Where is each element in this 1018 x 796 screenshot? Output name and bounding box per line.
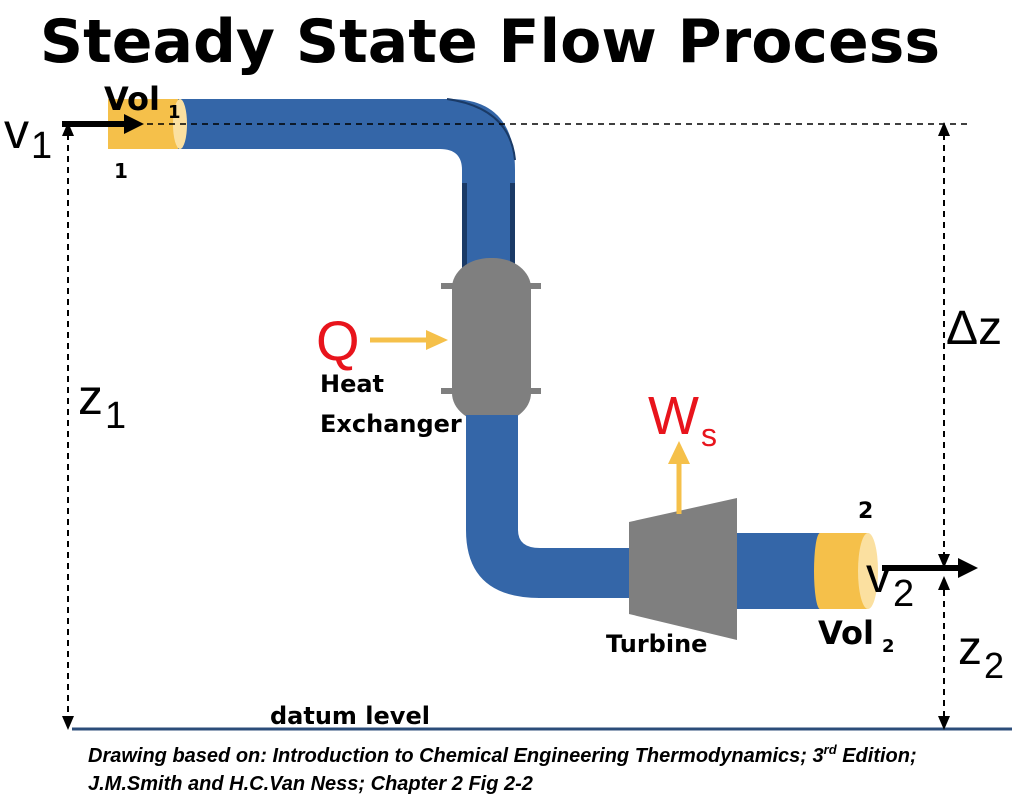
pipe-top-elbow <box>440 99 515 183</box>
heat-symbol: Q <box>316 309 360 372</box>
heat-exchanger <box>441 258 541 423</box>
z2-label: z2 <box>958 622 1004 686</box>
turbine-label: Turbine <box>606 630 707 658</box>
source-caption-line1: Drawing based on: Introduction to Chemic… <box>88 742 917 767</box>
heat-exchanger-label-line1: Heat <box>320 370 384 398</box>
station-2-label: 2 <box>858 499 873 524</box>
z2-dimension-arrow <box>938 576 950 730</box>
heat-input-arrow <box>370 330 448 350</box>
outlet-velocity-arrow <box>882 558 978 578</box>
v1-label: v1 <box>4 103 52 167</box>
shaft-work-symbol: Ws <box>648 386 717 453</box>
station-1-label: 1 <box>114 159 128 183</box>
fluid-volume-outlet <box>814 533 878 609</box>
delta-z-label: Δz <box>946 302 1002 355</box>
pipe-vertical-upper <box>462 183 515 273</box>
v2-label: v2 <box>866 547 914 615</box>
pipe-vertical-lower <box>466 415 518 517</box>
turbine <box>629 498 737 640</box>
source-caption-line2: J.M.Smith and H.C.Van Ness; Chapter 2 Fi… <box>88 773 533 795</box>
inlet-velocity-arrow <box>62 114 144 134</box>
pipe-outlet-horizontal <box>737 533 827 609</box>
diagram-title: Steady State Flow Process <box>40 7 940 77</box>
pipe-bottom-elbow <box>466 517 540 598</box>
heat-exchanger-label-line2: Exchanger <box>320 410 462 438</box>
z1-dimension-arrow <box>62 122 74 730</box>
pipe-to-turbine <box>538 548 634 598</box>
delta-z-dimension-arrow <box>938 122 950 568</box>
shaft-work-arrow <box>668 441 690 514</box>
z1-label: z1 <box>78 369 126 437</box>
datum-level-label: datum level <box>270 702 430 730</box>
